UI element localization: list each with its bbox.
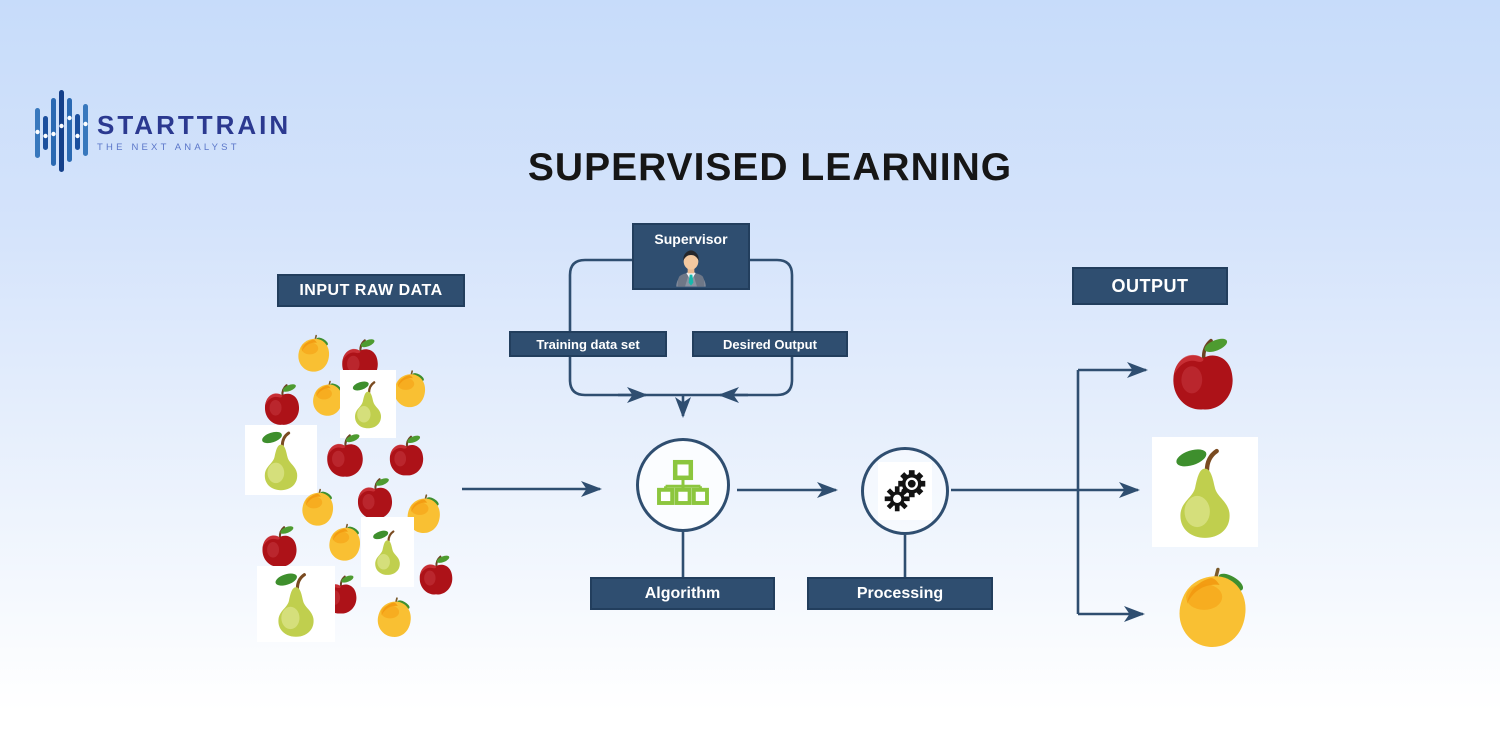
input-raw-data-label: INPUT RAW DATA (277, 274, 465, 307)
apple-image (256, 524, 303, 570)
hierarchy-tree-icon (657, 459, 709, 505)
gears-icon (878, 462, 932, 520)
logo: STARTTRAIN THE NEXT ANALYST (33, 90, 291, 172)
pear-image (340, 370, 396, 438)
apple-image (1163, 331, 1243, 419)
apple-image (259, 380, 305, 430)
algorithm-label: Algorithm (590, 577, 775, 610)
supervisor-label: Supervisor (654, 231, 728, 247)
logo-name: STARTTRAIN (97, 110, 292, 140)
supervisor-box: Supervisor (632, 223, 750, 290)
apple-image (384, 431, 429, 481)
training-data-set-label: Training data set (509, 331, 667, 357)
desired-output-label: Desired Output (692, 331, 848, 357)
page-title: SUPERVISED LEARNING (527, 146, 1013, 189)
algorithm-node (636, 438, 730, 532)
person-icon (676, 250, 706, 287)
apple-image (352, 475, 398, 523)
mango-image (324, 519, 364, 567)
pear-image (257, 566, 335, 642)
pear-image (361, 517, 414, 587)
logo-tagline: THE NEXT ANALYST (97, 142, 240, 153)
equalizer-bars-icon (35, 90, 88, 172)
processing-node (861, 447, 949, 535)
apple-image (321, 431, 369, 481)
output-label: OUTPUT (1072, 267, 1228, 305)
mango-image (293, 332, 333, 376)
mango-image (1168, 556, 1254, 662)
pear-image (1152, 437, 1258, 547)
pear-image (245, 425, 317, 495)
apple-image (414, 552, 458, 599)
processing-label: Processing (807, 577, 993, 610)
mango-image (372, 592, 415, 644)
